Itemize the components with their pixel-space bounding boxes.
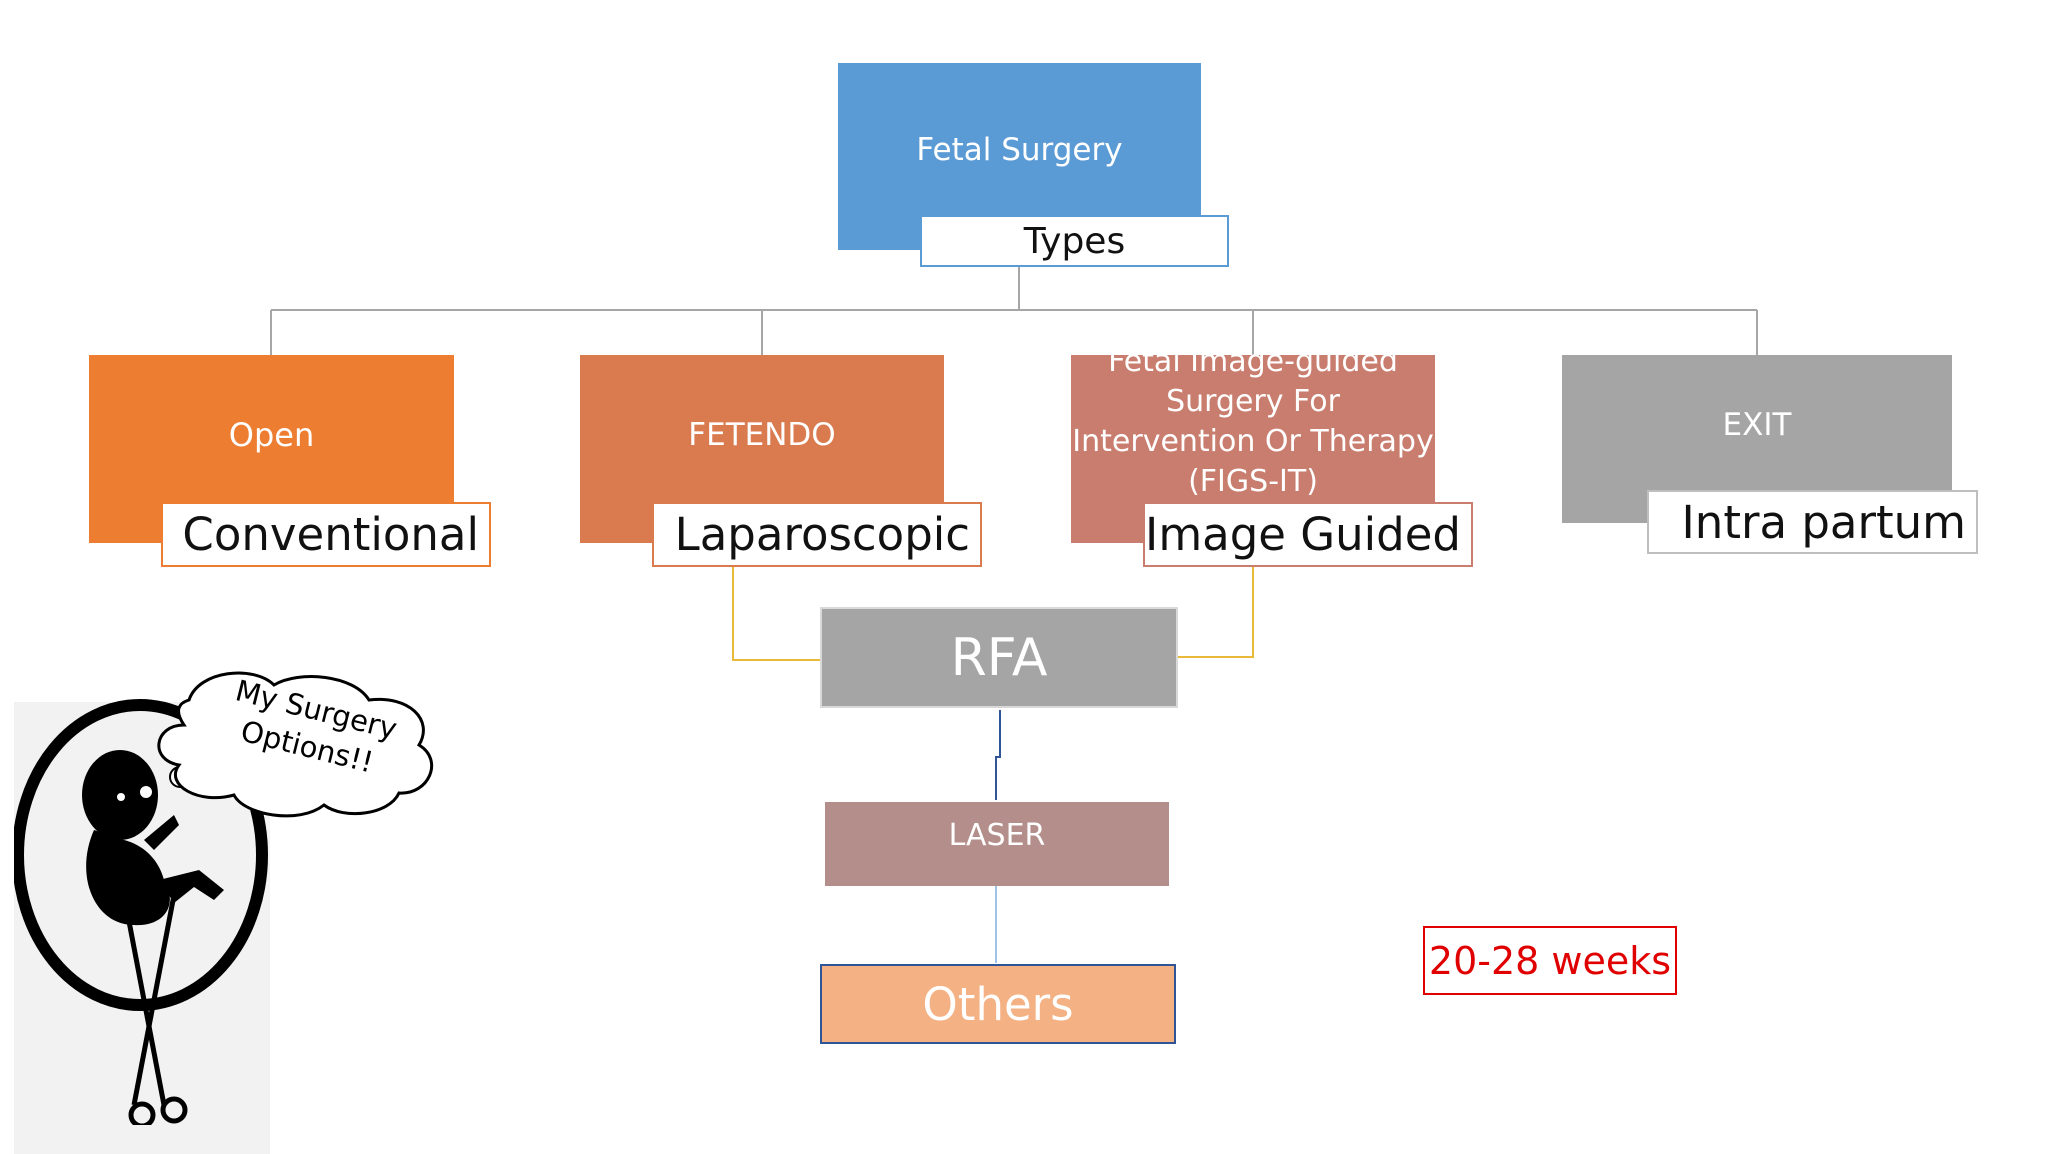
forceps-icon (121, 894, 188, 1125)
timing-note: 20-28 weeks (1428, 938, 1672, 983)
type-subtitle-label-fetendo: Laparoscopic (652, 502, 982, 567)
technique-box-rfa: RFA (820, 607, 1178, 708)
type-title-fetendo: FETENDO (688, 417, 836, 453)
fetus-arm (144, 815, 179, 850)
type-title-exit: EXIT (1722, 407, 1792, 443)
technique-box-others: Others (820, 964, 1176, 1044)
technique-rfa: RFA (950, 627, 1048, 688)
thought-bubble-cloud (157, 671, 433, 818)
technique-box-laser: LASER (825, 802, 1169, 886)
fetus-eye (117, 793, 125, 801)
type-subtitle-label-figs-it: Image Guided (1143, 502, 1473, 567)
root-title: Fetal Surgery (916, 131, 1123, 168)
fetus-leg (159, 870, 224, 903)
fetus-body (86, 830, 170, 926)
type-title-figs-it: Fetal Image-guided Surgery For Intervent… (1072, 344, 1434, 499)
fetus-illustration (14, 671, 433, 1125)
type-subtitle-open: Conventional (182, 508, 479, 561)
imageguided-rfa-connector (1178, 566, 1254, 658)
thought-dot-small (138, 784, 154, 800)
type-subtitle-figs-it: Image Guided (1145, 508, 1461, 561)
laparoscopic-rfa-connector (732, 566, 820, 661)
timing-note-box: 20-28 weeks (1423, 926, 1677, 995)
technique-laser: LASER (948, 817, 1046, 853)
rfa-laser-connector (995, 710, 1001, 800)
type-subtitle-fetendo: Laparoscopic (674, 508, 970, 561)
technique-others: Others (922, 977, 1074, 1031)
type-subtitle-label-exit: Intra partum (1647, 490, 1978, 554)
root-subtitle: Types (1023, 220, 1126, 262)
womb-ring (14, 699, 268, 1011)
type-subtitle-exit: Intra partum (1681, 495, 1966, 549)
type-subtitle-label-open: Conventional (161, 502, 491, 567)
root-subtitle-label: Types (920, 215, 1229, 267)
type-title-open: Open (228, 416, 315, 454)
